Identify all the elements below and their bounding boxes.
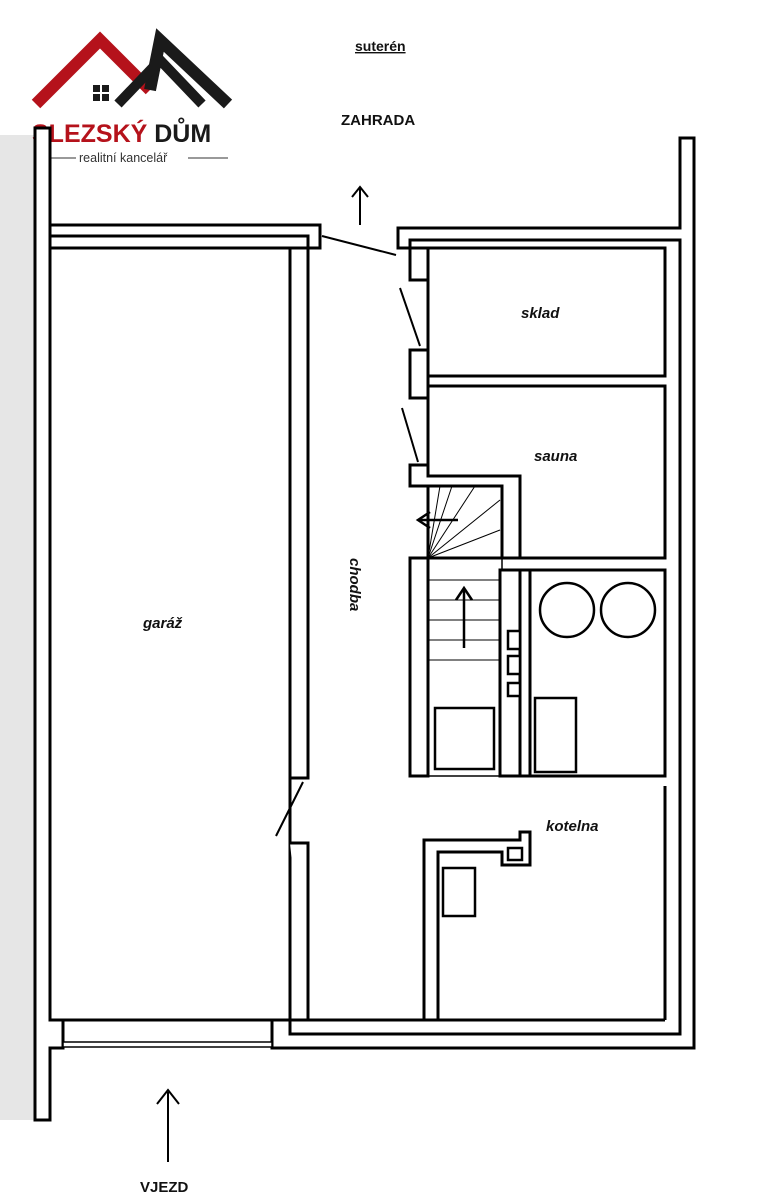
stair-side-unit bbox=[433, 706, 496, 771]
room-label-garage: garáž bbox=[142, 615, 183, 632]
room-label-storage: sklad bbox=[521, 305, 560, 322]
logo-brand: SLEZSKÝ DŮM bbox=[32, 116, 211, 148]
logo-brand-dark: DŮM bbox=[154, 116, 211, 148]
logo-tagline: realitní kancelář bbox=[79, 151, 168, 165]
sauna-room bbox=[401, 384, 667, 560]
room-label-sauna: sauna bbox=[534, 448, 577, 465]
side-strip bbox=[0, 135, 36, 1120]
garden-label: ZAHRADA bbox=[341, 112, 415, 129]
staircase bbox=[408, 485, 532, 778]
stairs-up-arrow-icon bbox=[454, 585, 474, 648]
plan-title: suterén bbox=[355, 38, 406, 54]
room-label-corridor: chodba bbox=[346, 558, 363, 611]
garage-corridor-wall-upper bbox=[288, 246, 310, 780]
company-logo: SLEZSKÝ DŮM realitní kancelář bbox=[31, 28, 233, 165]
boiler-room bbox=[290, 568, 667, 1022]
entrance-arrow-icon bbox=[156, 1088, 180, 1162]
entrance-label: VJEZD bbox=[140, 1179, 189, 1196]
boiler-unit bbox=[533, 696, 578, 774]
room-label-boiler: kotelna bbox=[546, 818, 599, 835]
boiler-cabinet bbox=[441, 866, 477, 918]
logo-brand-red: SLEZSKÝ bbox=[32, 118, 154, 148]
stairs-turn-arrow-icon bbox=[415, 510, 458, 530]
garage-room bbox=[48, 246, 292, 1022]
garage-door bbox=[62, 1041, 273, 1048]
logo-house-icon bbox=[31, 28, 233, 109]
storage-room bbox=[399, 246, 667, 400]
tank-right bbox=[599, 581, 657, 639]
tank-left bbox=[538, 581, 596, 639]
garden-arrow-icon bbox=[351, 185, 369, 225]
